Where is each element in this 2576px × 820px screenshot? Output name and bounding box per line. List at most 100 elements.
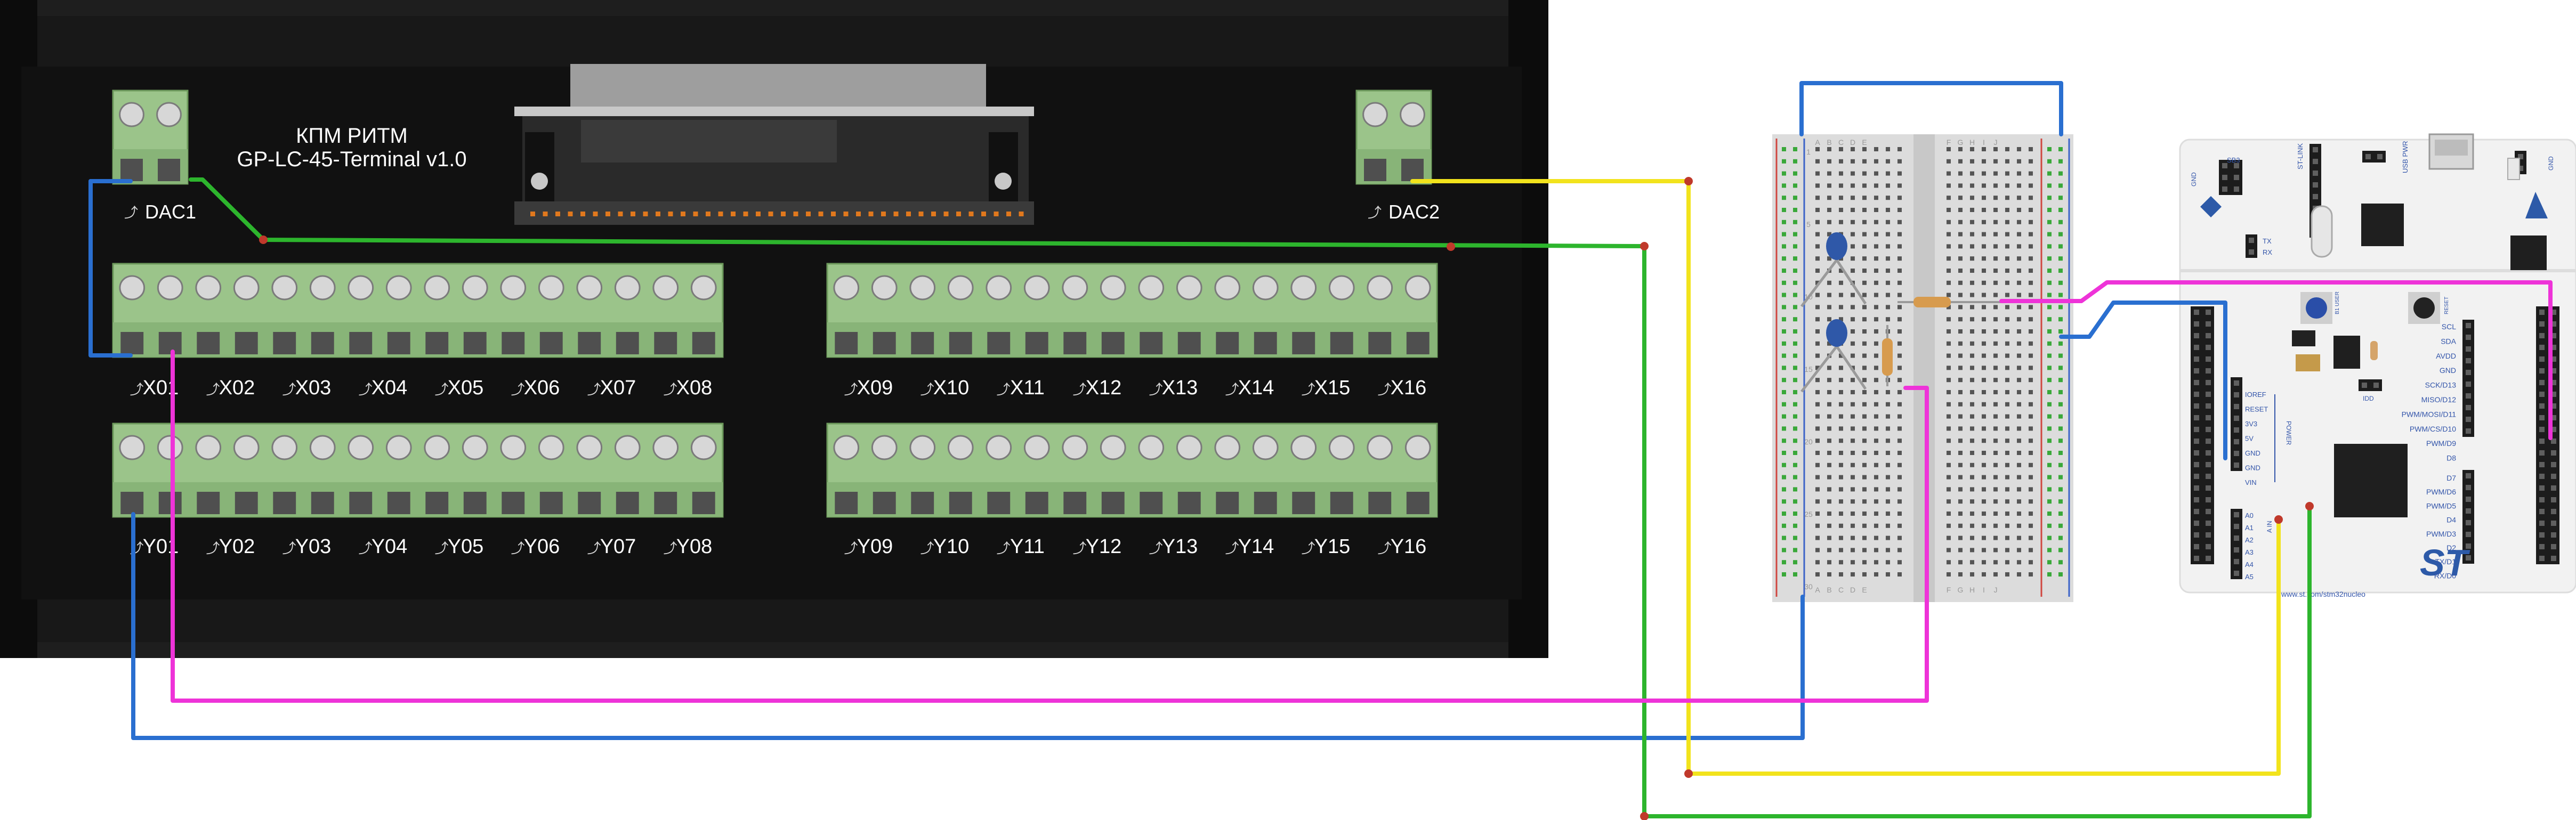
y01-y08-terminal-wire-entry [197, 492, 220, 514]
breadboard-hole [1897, 208, 1902, 212]
breadboard-hole [1827, 414, 1831, 419]
breadboard-hole [1782, 183, 1786, 188]
breadboard-hole [1793, 414, 1797, 419]
label-stlink: ST-LINK [2296, 143, 2304, 169]
breadboard-hole [1993, 487, 1998, 492]
label-rx: RX [2263, 248, 2272, 256]
ain-header-pin [2234, 512, 2239, 517]
breadboard-hole [1874, 317, 1878, 322]
breadboard-hole [2058, 548, 2063, 553]
breadboard-hole [1862, 366, 1867, 370]
breadboard-hole [1827, 560, 1831, 565]
x01-x08-terminal-wire-entry [502, 332, 525, 354]
breadboard-hole [1993, 512, 1998, 516]
label-a-in: A IN [2266, 521, 2273, 533]
db-pin [781, 212, 786, 216]
breadboard-hole [1982, 293, 1986, 297]
breadboard-hole [2047, 171, 2052, 176]
breadboard-hole [1851, 402, 1855, 407]
x01-x08-terminal-wire-entry [654, 332, 677, 354]
user-button[interactable] [2306, 297, 2327, 319]
breadboard-hole [1958, 548, 1963, 553]
breadboard-hole [1958, 390, 1963, 394]
breadboard-hole [2029, 159, 2033, 164]
db-pin [555, 212, 560, 216]
x09-x16-terminal-wire-entry [1406, 332, 1430, 354]
y09-y16-terminal-wire-entry [1063, 492, 1087, 514]
morpho-left-pin [2206, 521, 2211, 526]
breadboard-hole [1862, 269, 1867, 273]
case-top-rail [37, 0, 1508, 16]
col-letter: F [1947, 138, 1951, 147]
breadboard-hole [1851, 353, 1855, 358]
label-url: www.st.com/stm32nucleo [2281, 590, 2365, 598]
breadboard-hole [1982, 317, 1986, 322]
digital-header-high-pin [2466, 346, 2471, 352]
db-pin [743, 212, 748, 216]
morpho-left-pin [2206, 509, 2211, 514]
breadboard-hole [1815, 487, 1820, 492]
breadboard-hole [1874, 341, 1878, 346]
breadboard-hole [2029, 208, 2033, 212]
db-pin [530, 212, 535, 216]
breadboard-hole [2005, 402, 2009, 407]
digital-header-high-pin [2466, 370, 2471, 375]
breadboard-hole [2017, 244, 2021, 249]
col-letter: H [1969, 586, 1975, 594]
y01-y08-terminal-screw [119, 435, 146, 460]
breadboard-hole [2005, 572, 2009, 577]
x09-x16-terminal-screw [1100, 275, 1126, 301]
ain-header-pin [2234, 524, 2239, 529]
morpho-right-pin [2551, 310, 2556, 315]
breadboard-hole [1827, 208, 1831, 212]
sb-header-pin [2234, 163, 2239, 168]
breadboard-hole [1897, 572, 1902, 577]
db-pin [718, 212, 723, 216]
breadboard-hole [1958, 426, 1963, 431]
reset-button[interactable] [2413, 297, 2435, 319]
y01-y08-terminal-screw [462, 435, 488, 460]
morpho-left-pin [2194, 462, 2199, 467]
breadboard-hole [1782, 317, 1786, 322]
dac2-terminal-screw [1400, 102, 1425, 127]
power-pin-label: IOREF [2245, 391, 2266, 399]
breadboard-hole [1970, 269, 1974, 273]
gnd-header-pin [2518, 166, 2523, 171]
x01-x08-terminal-screw [424, 275, 450, 301]
breadboard-hole [2005, 535, 2009, 540]
breadboard-hole [1970, 317, 1974, 322]
breadboard-hole [1993, 414, 1998, 419]
breadboard-hole [2058, 512, 2063, 516]
breadboard-hole [1793, 462, 1797, 467]
breadboard-hole [2017, 183, 2021, 188]
breadboard-hole [1993, 232, 1998, 237]
usb-port [2435, 140, 2468, 156]
breadboard-hole [1982, 378, 1986, 383]
y09-y16-terminal-wire-entry [911, 492, 934, 514]
breadboard-hole [1827, 402, 1831, 407]
breadboard-hole [2017, 414, 2021, 419]
breadboard-hole [1897, 147, 1902, 151]
breadboard-hole [1839, 548, 1843, 553]
x01-x08-terminal-wire-entry [197, 332, 220, 354]
breadboard-hole [2047, 353, 2052, 358]
digital-pin-label: PWM/D6 [2426, 488, 2456, 496]
txrx-header-body [2246, 234, 2257, 258]
breadboard-hole [1839, 512, 1843, 516]
breadboard-hole [1815, 535, 1820, 540]
breadboard-hole [1793, 220, 1797, 224]
breadboard-hole [1815, 305, 1820, 310]
x09-x16-terminal [826, 263, 1438, 358]
breadboard-hole [1947, 378, 1951, 383]
label-x15: X15 [1314, 377, 1351, 399]
breadboard-hole [1851, 523, 1855, 528]
breadboard-hole [1862, 487, 1867, 492]
y09-y16-terminal-wire-entry [1292, 492, 1315, 514]
st-logo: ST [2420, 542, 2470, 583]
breadboard-hole [1993, 378, 1998, 383]
breadboard-hole [2029, 426, 2033, 431]
breadboard-hole [1862, 159, 1867, 164]
digital-pin-label: GND [2440, 366, 2456, 375]
morpho-left-pin [2206, 474, 2211, 479]
breadboard-hole [1947, 293, 1951, 297]
